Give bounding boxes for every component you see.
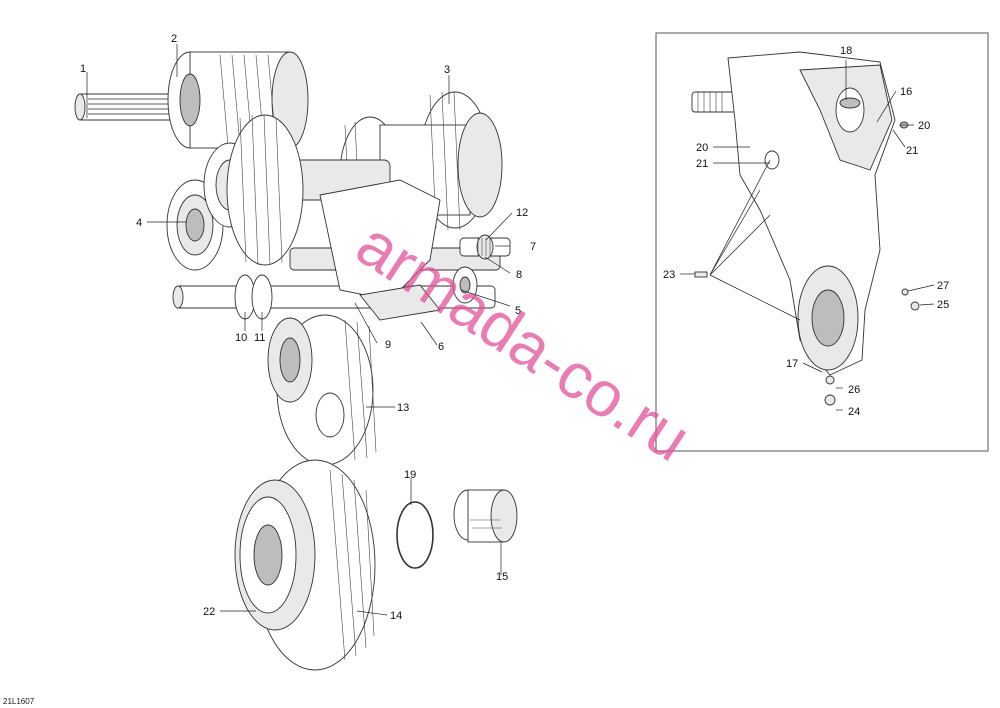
- input-shaft: [74, 93, 179, 121]
- callout-labels: 1 2 3 4 5 6 7 8 9 10 11 12 13 14 15 16 1…: [80, 33, 949, 622]
- housing-inset-frame: [655, 32, 989, 452]
- callout-18: 18: [840, 45, 852, 57]
- callout-5: 5: [515, 305, 521, 317]
- output-shaft: [172, 179, 501, 321]
- callout-10: 10: [235, 332, 247, 344]
- callout-15: 15: [496, 571, 508, 583]
- callout-14: 14: [390, 610, 402, 622]
- idler-gear: [226, 114, 304, 266]
- callout-21-left: 21: [696, 158, 708, 170]
- final-drive-gear: [234, 459, 376, 671]
- intermediate-gear: [267, 314, 377, 466]
- callout-24: 24: [848, 406, 860, 418]
- callout-17: 17: [786, 358, 798, 370]
- callout-1: 1: [80, 63, 86, 75]
- callout-27: 27: [937, 280, 949, 292]
- callout-6: 6: [438, 341, 444, 353]
- callout-4: 4: [136, 217, 142, 229]
- callout-11: 11: [254, 332, 265, 344]
- leader-fan-23: [709, 159, 801, 321]
- callout-3: 3: [444, 64, 450, 76]
- leader-lines: [86, 44, 935, 616]
- callout-2: 2: [171, 33, 177, 45]
- callout-16: 16: [900, 86, 912, 98]
- callout-19: 19: [404, 469, 416, 481]
- drawing-code: 21L1607: [3, 697, 35, 706]
- callout-20-right: 20: [918, 120, 930, 132]
- callout-21-right: 21: [906, 145, 918, 157]
- callout-20-left: 20: [696, 142, 708, 154]
- callout-9: 9: [385, 339, 391, 351]
- callout-8: 8: [516, 269, 522, 281]
- callout-13: 13: [397, 402, 409, 414]
- callout-12: 12: [516, 207, 528, 219]
- o-ring: [396, 501, 434, 569]
- transmission-housing: [691, 51, 920, 406]
- callout-25: 25: [937, 299, 949, 311]
- callout-26: 26: [848, 384, 860, 396]
- callout-7: 7: [530, 241, 536, 253]
- shift-fork-parts: [452, 234, 511, 304]
- callout-22: 22: [203, 606, 215, 618]
- bushing: [453, 489, 518, 543]
- watermark-text: armada-co.ru: [344, 207, 702, 475]
- callout-23: 23: [663, 269, 675, 281]
